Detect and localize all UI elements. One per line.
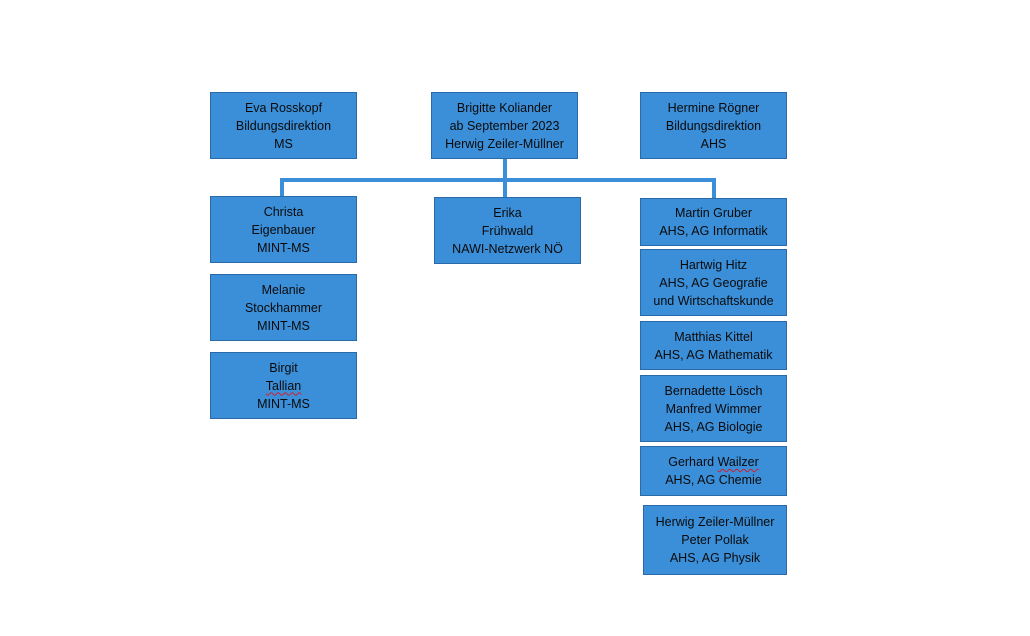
node-line: AHS, AG Chemie	[665, 473, 762, 487]
node-line: Eva Rosskopf	[244, 100, 323, 115]
node-line: Herwig Zeiler-Müllner	[445, 136, 564, 151]
connector-horizontal-bar	[280, 178, 716, 182]
node-line: AHS, AG Physik	[669, 551, 761, 565]
node-line: Gerhard Wailzer	[668, 453, 759, 471]
node-line: MINT-MS	[257, 240, 310, 255]
node-loesch-wimmer: Bernadette Lösch Manfred Wimmer AHS, AG …	[640, 375, 787, 442]
node-line: Birgit	[269, 360, 298, 375]
node-line: AHS, AG Biologie	[664, 419, 763, 434]
node-line: NAWI-Netzwerk NÖ	[452, 241, 563, 256]
node-line: Eigenbauer	[251, 222, 316, 237]
node-christa-eigenbauer: Christa Eigenbauer MINT-MS	[210, 196, 357, 263]
node-hartwig-hitz: Hartwig Hitz AHS, AG Geografie und Wirts…	[640, 249, 787, 316]
node-line: Bildungsdirektion	[665, 118, 762, 133]
node-line-part: Wailzer	[717, 455, 759, 469]
node-erika-fruehwald: Erika Frühwald NAWI-Netzwerk NÖ	[434, 197, 581, 264]
connector-vertical-main	[503, 159, 507, 181]
node-brigitte-koliander: Brigitte Koliander ab September 2023 Her…	[431, 92, 578, 159]
node-line: ab September 2023	[449, 118, 560, 133]
connector-drop-center	[503, 178, 507, 198]
node-line: Matthias Kittel	[674, 329, 753, 344]
node-line: Hermine Rögner	[667, 100, 760, 115]
node-line: Frühwald	[481, 223, 534, 238]
node-martin-gruber: Martin Gruber AHS, AG Informatik	[640, 198, 787, 246]
node-line: MS	[274, 136, 293, 151]
node-line-part: Gerhard	[668, 455, 718, 469]
node-line: Christa	[263, 204, 304, 219]
node-line: Hartwig Hitz	[679, 257, 748, 272]
node-line: AHS, AG Informatik	[659, 224, 768, 238]
node-line: AHS, AG Geografie	[659, 275, 768, 290]
node-birgit-tallian: Birgit Tallian MINT-MS	[210, 352, 357, 419]
node-line: Peter Pollak	[681, 533, 749, 547]
node-line: AHS	[700, 136, 727, 151]
connector-drop-left	[280, 178, 284, 198]
node-line: und Wirtschaftskunde	[653, 293, 774, 308]
node-line: Manfred Wimmer	[665, 401, 762, 416]
node-melanie-stockhammer: Melanie Stockhammer MINT-MS	[210, 274, 357, 341]
node-line: MINT-MS	[257, 318, 310, 333]
node-line: AHS, AG Mathematik	[654, 347, 773, 362]
node-line: Herwig Zeiler-Müllner	[655, 515, 775, 529]
node-line: Bernadette Lösch	[664, 383, 763, 398]
node-line: Melanie	[261, 282, 306, 297]
node-line: MINT-MS	[257, 396, 310, 411]
node-gerhard-wailzer: Gerhard Wailzer AHS, AG Chemie	[640, 446, 787, 496]
node-line: Martin Gruber	[674, 206, 753, 220]
node-matthias-kittel: Matthias Kittel AHS, AG Mathematik	[640, 321, 787, 370]
node-line: Erika	[493, 205, 522, 220]
node-eva-rosskopf: Eva Rosskopf Bildungsdirektion MS	[210, 92, 357, 159]
node-line: Bildungsdirektion	[235, 118, 332, 133]
node-hermine-roegner: Hermine Rögner Bildungsdirektion AHS	[640, 92, 787, 159]
node-line: Tallian	[265, 378, 302, 393]
node-zeiler-muellner-pollak: Herwig Zeiler-Müllner Peter Pollak AHS, …	[643, 505, 787, 575]
node-line: Stockhammer	[244, 300, 323, 315]
connector-drop-right	[712, 178, 716, 199]
node-line: Brigitte Koliander	[456, 100, 553, 115]
